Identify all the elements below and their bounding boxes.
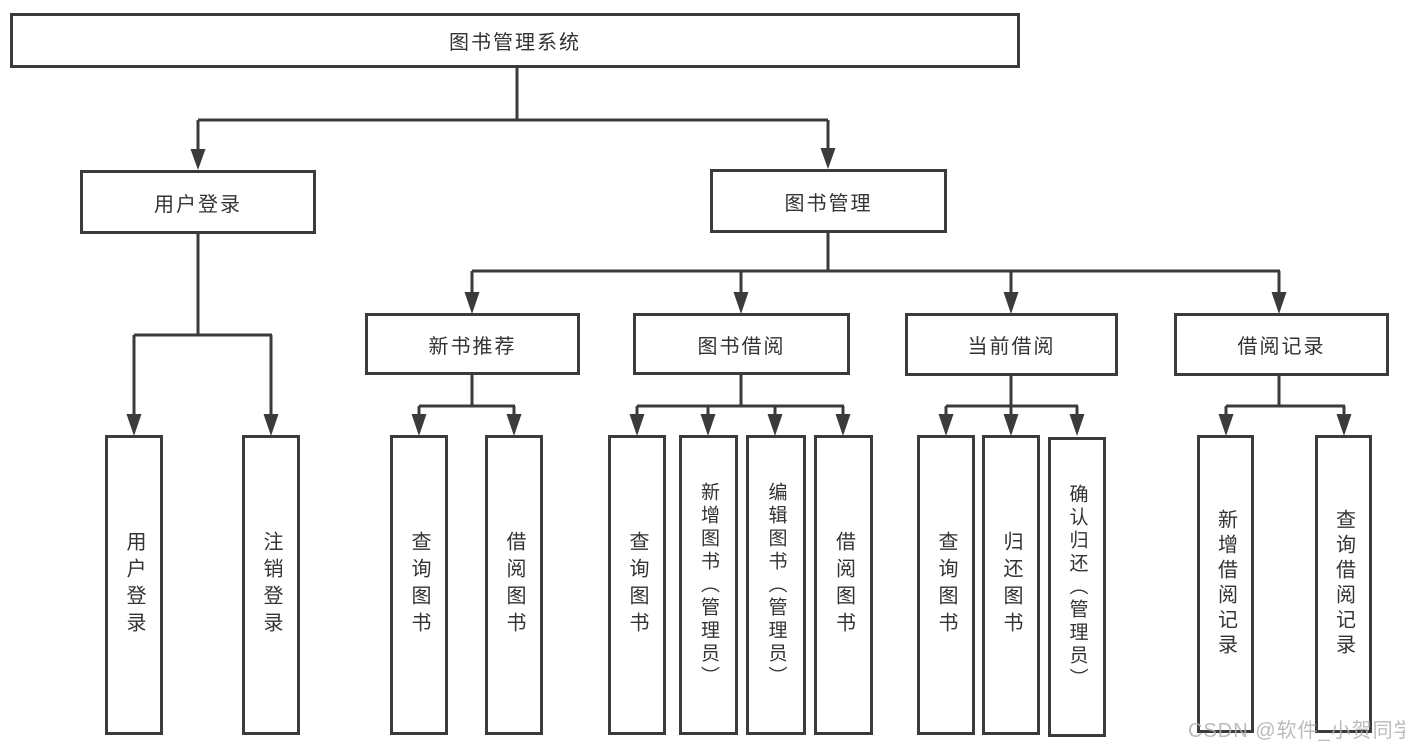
leaf-add-book-admin-label: 新增图书（管理员）	[698, 481, 719, 689]
leaf-user-login-label: 用户登录	[123, 531, 145, 639]
node-book-management: 图书管理	[710, 169, 947, 233]
node-borrow-records-label: 借阅记录	[1237, 336, 1326, 358]
leaf-borrow-book-1: 借阅图书	[485, 435, 543, 735]
leaf-logout: 注销登录	[242, 435, 300, 735]
node-user-login: 用户登录	[80, 170, 316, 234]
leaf-logout-label: 注销登录	[260, 531, 282, 639]
leaf-borrow-book-2: 借阅图书	[814, 435, 873, 735]
node-book-borrow-label: 图书借阅	[697, 335, 786, 358]
node-new-book-recommend-label: 新书推荐	[428, 335, 517, 358]
leaf-return-book: 归还图书	[982, 435, 1040, 735]
leaf-query-book-2: 查询图书	[608, 435, 666, 735]
node-book-management-label: 图书管理	[784, 192, 873, 215]
node-borrow-records: 借阅记录	[1174, 313, 1389, 376]
leaf-query-book-2-label: 查询图书	[626, 531, 648, 639]
csdn-watermark: CSDN @软件_小贺同学	[1188, 720, 1405, 742]
leaf-query-borrow-record: 查询借阅记录	[1315, 435, 1372, 733]
leaf-add-borrow-record: 新增借阅记录	[1197, 435, 1254, 733]
node-root: 图书管理系统	[10, 13, 1020, 68]
leaf-query-borrow-record-label: 查询借阅记录	[1332, 509, 1355, 659]
leaf-edit-book-admin: 编辑图书（管理员）	[746, 435, 806, 735]
node-current-borrow-label: 当前借阅	[967, 336, 1056, 358]
leaf-confirm-return-admin: 确认归还（管理员）	[1048, 437, 1106, 737]
leaf-confirm-return-admin-label: 确认归还（管理员）	[1066, 483, 1088, 691]
leaf-return-book-label: 归还图书	[1000, 531, 1022, 639]
leaf-add-borrow-record-label: 新增借阅记录	[1214, 509, 1237, 659]
node-user-login-label: 用户登录	[154, 193, 242, 216]
leaf-query-book-1: 查询图书	[390, 435, 448, 735]
leaf-user-login: 用户登录	[105, 435, 163, 735]
node-book-borrow: 图书借阅	[633, 313, 850, 375]
leaf-borrow-book-1-label: 借阅图书	[503, 531, 525, 639]
leaf-add-book-admin: 新增图书（管理员）	[679, 435, 738, 735]
leaf-edit-book-admin-label: 编辑图书（管理员）	[765, 481, 787, 689]
node-current-borrow: 当前借阅	[905, 313, 1118, 376]
leaf-query-book-3: 查询图书	[917, 435, 975, 735]
leaf-query-book-3-label: 查询图书	[935, 531, 957, 639]
node-root-label: 图书管理系统	[449, 32, 581, 54]
leaf-borrow-book-2-label: 借阅图书	[832, 531, 855, 639]
node-new-book-recommend: 新书推荐	[365, 313, 580, 375]
leaf-query-book-1-label: 查询图书	[408, 531, 430, 639]
